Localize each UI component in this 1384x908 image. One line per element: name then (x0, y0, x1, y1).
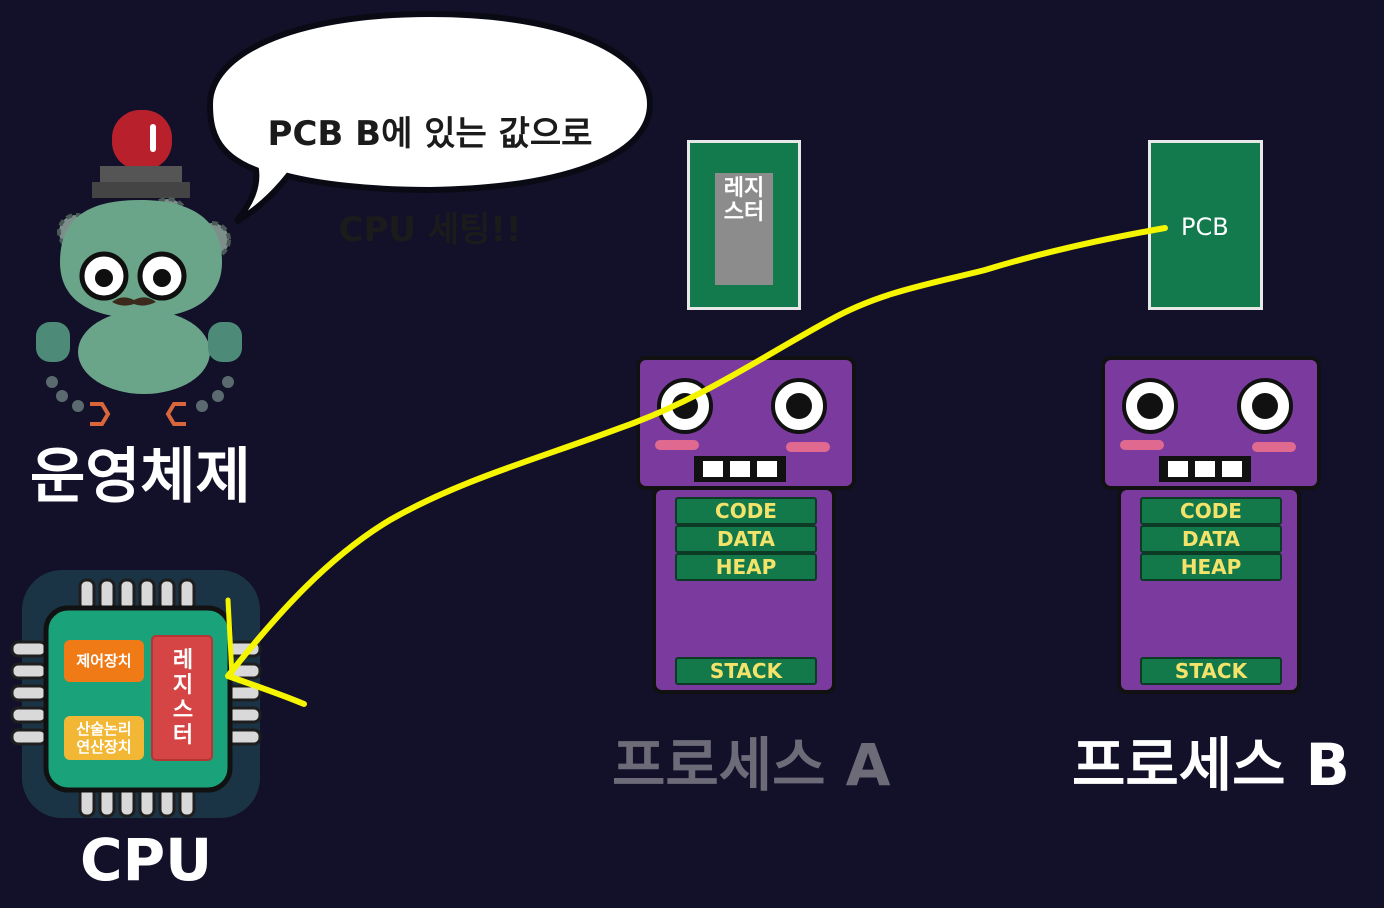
process-b-heap-segment: HEAP (1140, 553, 1282, 581)
process-a-stack-segment: STACK (675, 657, 817, 685)
cpu-label: CPU (80, 826, 213, 894)
pcb-a-register-label: 레지스터 (715, 173, 773, 285)
alu-label: 산술논리 연산장치 (64, 720, 144, 756)
speech-bubble-text: PCB B에 있는 값으로 CPU 세팅!! (210, 62, 650, 302)
os-label: 운영체제 (30, 442, 251, 512)
pcb-b-card: PCB (1148, 140, 1263, 310)
control-unit-label: 제어장치 (76, 652, 132, 670)
pcb-b-label: PCB (1181, 213, 1229, 241)
speech-line-2: CPU 세팅!! (338, 210, 522, 250)
alu-line-2: 연산장치 (76, 738, 132, 756)
process-a-heap-segment: HEAP (675, 553, 817, 581)
process-b-code-segment: CODE (1140, 497, 1282, 525)
process-a-code-segment: CODE (675, 497, 817, 525)
speech-line-1: PCB B에 있는 값으로 (267, 114, 593, 154)
cpu-register-label: 레지스터 (172, 648, 194, 748)
alu-line-1: 산술논리 (76, 720, 132, 738)
process-b-data-segment: DATA (1140, 525, 1282, 553)
speech-bubble (206, 10, 654, 225)
cpu-chip-illustration (10, 570, 262, 818)
pcb-a-card: 레지스터 (687, 140, 801, 310)
process-b-stack-segment: STACK (1140, 657, 1282, 685)
process-a-data-segment: DATA (675, 525, 817, 553)
process-b-label: 프로세스 B (1072, 731, 1350, 799)
process-a-label: 프로세스 A (612, 731, 891, 799)
